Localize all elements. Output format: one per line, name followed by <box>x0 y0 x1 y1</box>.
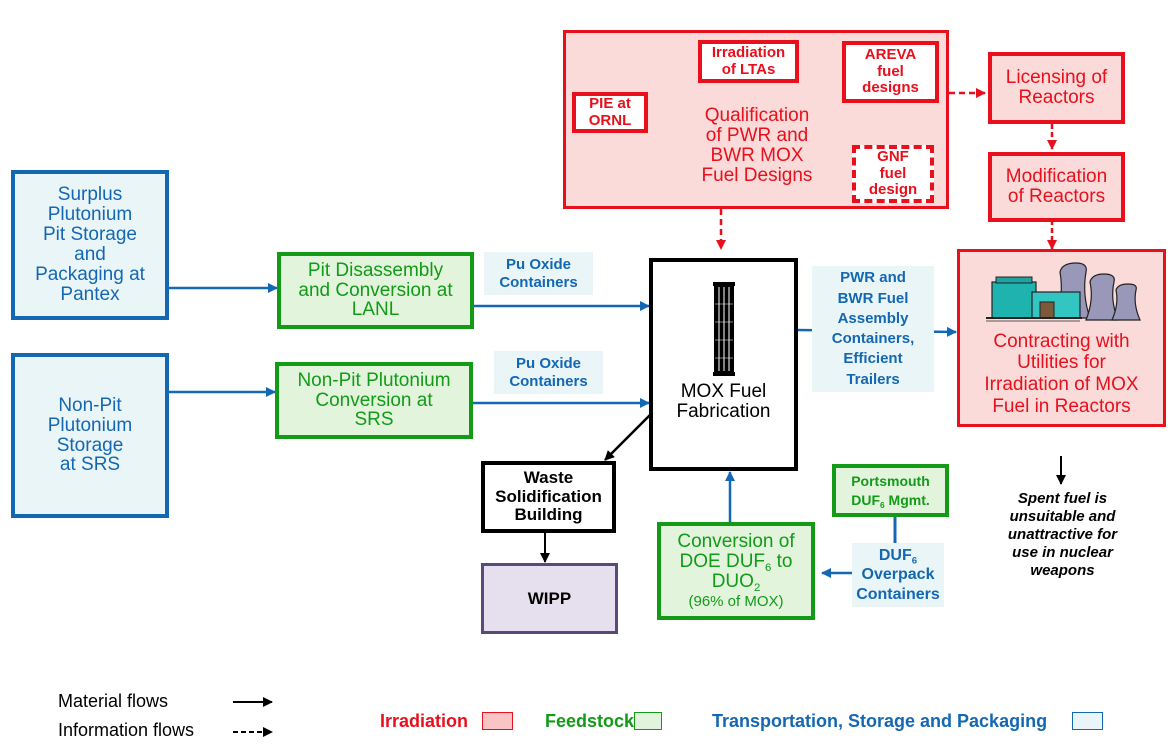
mox-fabrication-box: MOX Fuel Fabrication <box>649 258 798 471</box>
spent-fuel-note: Spent fuel is unsuitable and unattractiv… <box>1007 490 1118 579</box>
nonpit-storage-box: Non-Pit Plutonium Storage at SRS <box>11 353 169 518</box>
qualification-title: Qualification of PWR and BWR MOX Fuel De… <box>701 105 813 186</box>
fuel-assembly-icon <box>712 282 735 376</box>
wipp-box: WIPP <box>481 563 618 634</box>
legend-material-flows: Material flows <box>58 691 169 711</box>
pie-ornl-box: PIE at ORNL <box>572 92 648 133</box>
pu-oxide-label-2: Pu Oxide Containers <box>494 351 603 394</box>
portsmouth-box: Portsmouth DUF6 Mgmt. <box>832 464 949 517</box>
duf6-overpack-label: DUF6 Overpack Containers <box>852 543 944 607</box>
legend-transport-swatch <box>1072 712 1103 730</box>
nonpit-conversion-box: Non-Pit Plutonium Conversion at SRS <box>275 362 473 439</box>
legend-information-flows: Information flows <box>58 720 195 740</box>
licensing-box: Licensing of Reactors <box>988 52 1125 124</box>
areva-box: AREVA fuel designs <box>842 41 939 103</box>
fuel-assembly-transport-label: PWR and BWR Fuel Assembly Containers, Ef… <box>812 266 934 392</box>
legend-irradiation-swatch <box>482 712 513 730</box>
irradiation-ltas-box: Irradiation of LTAs <box>698 40 799 83</box>
nuclear-plant-icon <box>986 262 1141 322</box>
surplus-pit-storage-box: Surplus Plutonium Pit Storage and Packag… <box>11 170 169 320</box>
arrow-mox-to-waste <box>604 414 651 461</box>
pu-oxide-label-1: Pu Oxide Containers <box>484 252 593 295</box>
contracting-box: Contracting with Utilities for Irradiati… <box>957 249 1166 427</box>
pit-disassembly-box: Pit Disassembly and Conversion at LANL <box>277 252 474 329</box>
modification-box: Modification of Reactors <box>988 152 1125 222</box>
gnf-box: GNF fuel design <box>852 145 934 203</box>
waste-solidification-box: Waste Solidification Building <box>481 461 616 533</box>
legend-irradiation-label: Irradiation <box>380 711 469 731</box>
duf6-conversion-box: Conversion of DOE DUF6 to DUO2 (96% of M… <box>657 522 815 620</box>
legend-feedstock-label: Feedstock <box>545 711 635 731</box>
legend-transport-label: Transportation, Storage and Packaging <box>712 711 1048 731</box>
legend-feedstock-swatch <box>634 712 662 730</box>
